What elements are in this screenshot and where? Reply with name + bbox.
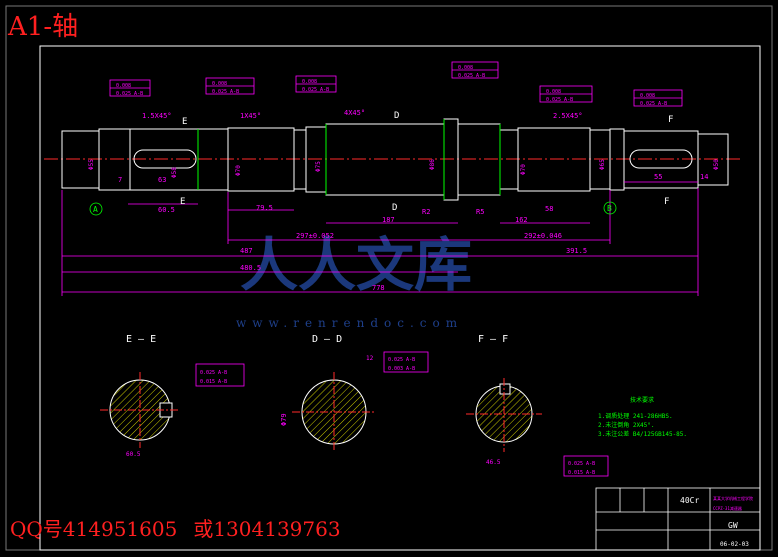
svg-text:E: E — [182, 117, 187, 127]
datum-b-circle — [603, 201, 617, 215]
svg-text:2.5X45°: 2.5X45° — [553, 112, 583, 120]
svg-text:GW: GW — [728, 521, 738, 530]
drawing-title: A1-轴 — [8, 12, 79, 42]
svg-text:0.008: 0.008 — [116, 83, 131, 89]
svg-text:480.5: 480.5 — [240, 264, 261, 272]
svg-text:CCPZ-31减速器: CCPZ-31减速器 — [713, 505, 742, 511]
svg-text:0.015 A-B: 0.015 A-B — [200, 379, 227, 385]
svg-text:0.003 A-B: 0.003 A-B — [388, 366, 415, 372]
datum-b: B — [607, 204, 612, 213]
svg-text:2.未注倒角 2X45°.: 2.未注倒角 2X45°. — [598, 421, 655, 429]
svg-text:292±0.046: 292±0.046 — [524, 232, 562, 240]
svg-text:Φ70: Φ70 — [520, 164, 527, 175]
svg-text:0.025 A-B: 0.025 A-B — [302, 87, 329, 93]
svg-text:Φ55: Φ55 — [88, 159, 95, 170]
svg-text:Φ75: Φ75 — [315, 161, 322, 172]
svg-text:0.025 A-B: 0.025 A-B — [458, 73, 485, 79]
svg-text:12: 12 — [366, 355, 374, 362]
inner-frame — [39, 45, 761, 551]
svg-text:0.015 A-B: 0.015 A-B — [568, 470, 595, 476]
footer-contact: QQ号414951605 或1304139763 — [10, 517, 357, 541]
svg-text:Φ79: Φ79 — [280, 413, 288, 426]
svg-text:0.025 A-B: 0.025 A-B — [546, 97, 573, 103]
svg-text:F: F — [664, 197, 669, 207]
svg-text:187: 187 — [382, 216, 395, 224]
section-labels: E — E D — D F — F — [126, 334, 508, 345]
dimension-texts: 7 63 60.5 79.5 187 162 58 55 14 297±0.05… — [118, 109, 708, 292]
svg-text:63: 63 — [158, 176, 166, 184]
svg-text:3.未注公差 B4/125GB145-85.: 3.未注公差 B4/125GB145-85. — [598, 430, 687, 438]
footer-alt: 或1304139763 — [193, 517, 341, 541]
svg-text:1.调质处理 241-286HBS.: 1.调质处理 241-286HBS. — [598, 412, 673, 420]
svg-text:297±0.052: 297±0.052 — [296, 232, 334, 240]
section-e-view[interactable]: 60.5 0.025 A-B 0.015 A-B — [100, 363, 245, 458]
svg-text:0.008: 0.008 — [546, 89, 561, 95]
svg-text:58: 58 — [545, 205, 553, 213]
svg-text:46.5: 46.5 — [486, 459, 501, 466]
section-d-view[interactable]: Φ79 12 0.025 A-B 0.003 A-B — [280, 351, 429, 452]
watermark-logo: 人人文库 — [240, 231, 473, 299]
title-block — [595, 487, 761, 551]
svg-text:55: 55 — [654, 173, 662, 181]
tolerance-frames — [109, 61, 683, 107]
svg-text:Φ58: Φ58 — [171, 167, 178, 178]
svg-text:0.008: 0.008 — [640, 93, 655, 99]
shaft-profile[interactable] — [61, 118, 729, 201]
svg-text:Φ70: Φ70 — [235, 165, 242, 176]
svg-text:1.5X45°: 1.5X45° — [142, 112, 172, 120]
svg-text:0.008: 0.008 — [212, 81, 227, 87]
watermark-text: www.renrendoc.com — [236, 316, 464, 330]
keyway-right — [629, 149, 693, 169]
diameter-labels: Φ55 Φ58 Φ70 Φ75 Φ70 Φ65 Φ50 Φ86 — [88, 159, 720, 178]
svg-text:F — F: F — F — [478, 334, 508, 345]
svg-text:7: 7 — [118, 176, 122, 184]
svg-text:0.025 A-B: 0.025 A-B — [640, 101, 667, 107]
svg-text:162: 162 — [515, 216, 528, 224]
svg-text:0.025 A-B: 0.025 A-B — [568, 461, 595, 467]
svg-text:0.025 A-B: 0.025 A-B — [200, 370, 227, 376]
svg-text:391.5: 391.5 — [566, 247, 587, 255]
svg-text:技术要求: 技术要求 — [630, 396, 654, 404]
svg-text:某某大学机械工程学院: 某某大学机械工程学院 — [713, 495, 753, 501]
svg-text:D: D — [394, 111, 399, 121]
keyway-left — [133, 149, 197, 169]
svg-text:D — D: D — D — [312, 334, 342, 345]
technical-notes: 技术要求 1.调质处理 241-286HBS. 2.未注倒角 2X45°. 3.… — [598, 396, 687, 438]
svg-text:06-02-03: 06-02-03 — [720, 541, 749, 548]
svg-text:R5: R5 — [476, 208, 484, 216]
svg-text:Φ50: Φ50 — [713, 159, 720, 170]
svg-text:4X45°: 4X45° — [344, 109, 365, 117]
section-cut-marks: E E D D F F — [89, 111, 673, 216]
svg-text:0.025 A-B: 0.025 A-B — [388, 357, 415, 363]
svg-text:0.008: 0.008 — [302, 79, 317, 85]
dimension-lines — [61, 181, 699, 296]
svg-text:Φ65: Φ65 — [599, 159, 606, 170]
svg-text:Φ86: Φ86 — [429, 159, 436, 170]
footer-qq: QQ号414951605 — [10, 517, 178, 541]
green-thread-lines — [197, 119, 501, 200]
svg-text:14: 14 — [700, 173, 708, 181]
svg-text:79.5: 79.5 — [256, 204, 273, 212]
svg-text:487: 487 — [240, 247, 253, 255]
datum-a: A — [93, 205, 98, 214]
svg-text:0.008: 0.008 — [458, 65, 473, 71]
svg-text:1X45°: 1X45° — [240, 112, 261, 120]
svg-text:60.5: 60.5 — [126, 451, 141, 458]
svg-text:E: E — [180, 197, 185, 207]
svg-text:60.5: 60.5 — [158, 206, 175, 214]
datum-a-circle — [89, 202, 103, 216]
svg-text:R2: R2 — [422, 208, 430, 216]
svg-text:0.025 A-B: 0.025 A-B — [212, 89, 239, 95]
svg-text:40Cr: 40Cr — [680, 496, 699, 505]
svg-text:778: 778 — [372, 284, 385, 292]
svg-text:E — E: E — E — [126, 334, 156, 345]
svg-text:0.025 A-B: 0.025 A-B — [116, 91, 143, 97]
svg-text:F: F — [668, 115, 673, 125]
svg-text:D: D — [392, 203, 397, 213]
tolerance-texts: 0.008 0.025 A-B 0.008 0.025 A-B 0.008 0.… — [116, 65, 667, 107]
title-block-text: 40Cr GW 06-02-03 某某大学机械工程学院 CCPZ-31减速器 — [680, 495, 753, 548]
section-f-view[interactable]: 46.5 0.025 A-B 0.015 A-B — [466, 378, 609, 477]
